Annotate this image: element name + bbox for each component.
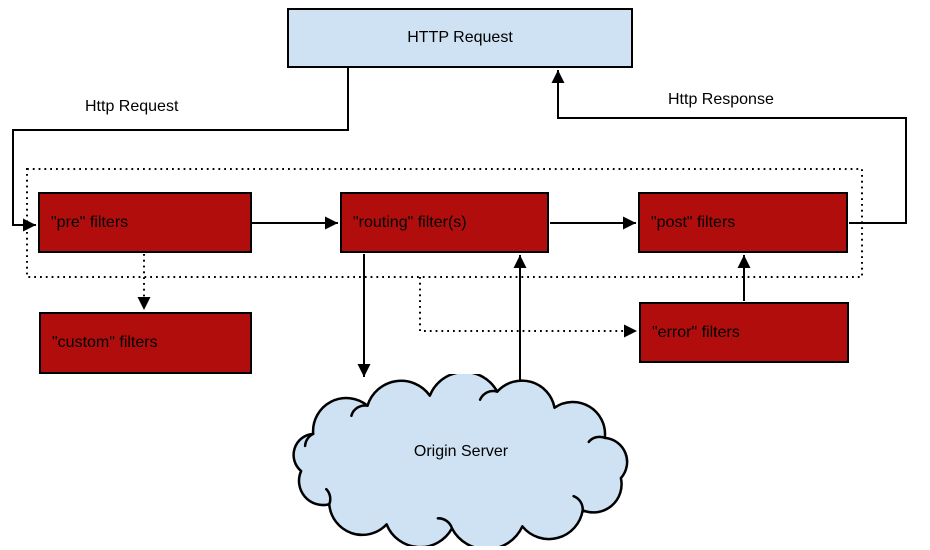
http-request-box-label: HTTP Request <box>407 29 513 47</box>
error-filters-box: "error" filters <box>639 302 849 363</box>
cloud-curl <box>572 494 584 512</box>
cloud-curl <box>478 389 499 401</box>
error-filters-label: "error" filters <box>652 323 740 341</box>
edge-chain-to-error <box>419 277 637 338</box>
cloud-curl <box>350 404 369 418</box>
http-request-box: HTTP Request <box>287 8 633 68</box>
cloud-curl <box>324 487 332 506</box>
http-request-edge-label: Http Request <box>85 98 179 115</box>
cloud-curl <box>587 435 607 444</box>
pre-filters-label: "pre" filters <box>51 213 129 231</box>
custom-filters-box: "custom" filters <box>39 312 252 374</box>
post-filters-box: "post" filters <box>638 192 848 253</box>
post-filters-label: "post" filters <box>651 213 736 231</box>
custom-filters-label: "custom" filters <box>52 334 158 352</box>
routing-filters-label: "routing" filter(s) <box>353 213 467 231</box>
http-response-edge-label: Http Response <box>668 91 774 108</box>
origin-server-label: Origin Server <box>413 443 509 460</box>
routing-filters-box: "routing" filter(s) <box>340 192 549 253</box>
pre-filters-box: "pre" filters <box>38 192 252 253</box>
cloud-curl <box>436 517 454 530</box>
